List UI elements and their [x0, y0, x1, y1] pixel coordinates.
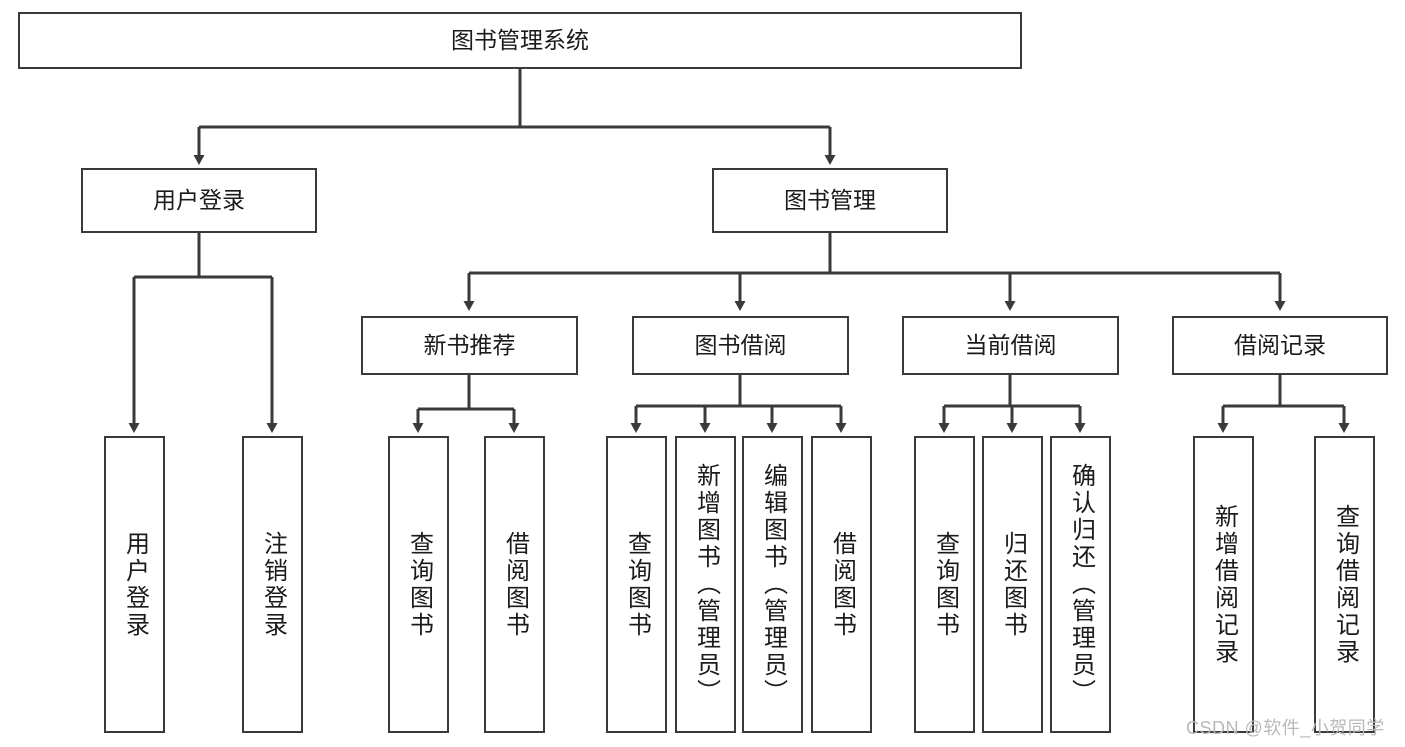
leaf-borrow-add[interactable]: 新增图书（管理员）	[675, 436, 736, 733]
leaf-recommend-borrow-label: 借阅图书	[501, 530, 529, 639]
node-user-login-label: 用户登录	[153, 186, 245, 213]
node-book-borrow[interactable]: 图书借阅	[632, 316, 849, 375]
leaf-user-logout[interactable]: 注销登录	[242, 436, 303, 733]
node-new-book-recommend[interactable]: 新书推荐	[361, 316, 578, 375]
leaf-user-logout-label: 注销登录	[259, 530, 287, 639]
leaf-current-return[interactable]: 归还图书	[982, 436, 1043, 733]
leaf-borrow-query-label: 查询图书	[623, 530, 651, 639]
csdn-watermark: CSDN @软件_小贺同学	[1186, 718, 1385, 738]
leaf-user-login-label: 用户登录	[121, 530, 149, 639]
node-current-borrow-label: 当前借阅	[964, 331, 1057, 358]
node-book-borrow-label: 图书借阅	[694, 331, 787, 358]
leaf-current-query[interactable]: 查询图书	[914, 436, 975, 733]
leaf-recommend-query-label: 查询图书	[405, 530, 433, 639]
leaf-borrow-edit[interactable]: 编辑图书（管理员）	[742, 436, 803, 733]
leaf-user-login[interactable]: 用户登录	[104, 436, 165, 733]
node-book-management-label: 图书管理	[784, 186, 876, 213]
leaf-current-return-label: 归还图书	[999, 530, 1027, 639]
leaf-recommend-query[interactable]: 查询图书	[388, 436, 449, 733]
leaf-recommend-borrow[interactable]: 借阅图书	[484, 436, 545, 733]
node-user-login[interactable]: 用户登录	[81, 168, 317, 233]
leaf-record-query-label: 查询借阅记录	[1331, 503, 1359, 666]
leaf-record-add-label: 新增借阅记录	[1210, 503, 1238, 666]
node-new-book-recommend-label: 新书推荐	[423, 331, 516, 358]
leaf-borrow-lend[interactable]: 借阅图书	[811, 436, 872, 733]
leaf-record-query[interactable]: 查询借阅记录	[1314, 436, 1375, 733]
leaf-record-add[interactable]: 新增借阅记录	[1193, 436, 1254, 733]
node-borrow-record-label: 借阅记录	[1234, 331, 1326, 358]
leaf-borrow-edit-label: 编辑图书（管理员）	[759, 463, 787, 706]
leaf-borrow-query[interactable]: 查询图书	[606, 436, 667, 733]
node-root[interactable]: 图书管理系统	[18, 12, 1022, 69]
node-book-management[interactable]: 图书管理	[712, 168, 948, 233]
leaf-borrow-lend-label: 借阅图书	[828, 530, 856, 639]
leaf-borrow-add-label: 新增图书（管理员）	[692, 463, 720, 706]
leaf-current-query-label: 查询图书	[931, 530, 959, 639]
leaf-current-confirm[interactable]: 确认归还（管理员）	[1050, 436, 1111, 733]
node-borrow-record[interactable]: 借阅记录	[1172, 316, 1388, 375]
node-root-label: 图书管理系统	[451, 26, 589, 53]
node-current-borrow[interactable]: 当前借阅	[902, 316, 1119, 375]
leaf-current-confirm-label: 确认归还（管理员）	[1067, 463, 1095, 706]
